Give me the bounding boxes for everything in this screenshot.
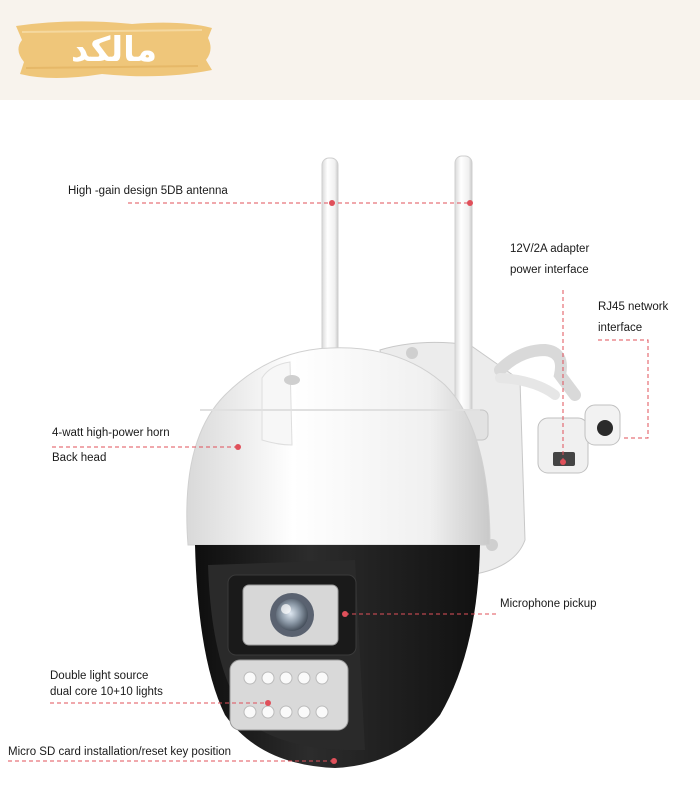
led-array bbox=[229, 659, 349, 731]
leader-lines bbox=[8, 202, 649, 762]
callout-lights-line1: Double light source bbox=[50, 670, 149, 682]
callout-adapter-line1: 12V/2A adapter bbox=[510, 243, 590, 255]
callout-horn-line2: Back head bbox=[52, 452, 107, 464]
callout-antenna: High -gain design 5DB antenna bbox=[68, 185, 228, 197]
callout-sdcard: Micro SD card installation/reset key pos… bbox=[8, 746, 232, 758]
callout-adapter-line2: power interface bbox=[510, 264, 589, 276]
callout-horn-line1: 4-watt high-power horn bbox=[52, 427, 170, 439]
callout-microphone: Microphone pickup bbox=[500, 598, 597, 610]
brand-name: مالكد bbox=[71, 30, 157, 70]
camera-dome bbox=[186, 347, 491, 546]
lens-module bbox=[227, 574, 357, 656]
callout-lights-line2: dual core 10+10 lights bbox=[50, 686, 163, 698]
callout-rj45-line2: interface bbox=[598, 322, 643, 334]
callout-rj45-line1: RJ45 network bbox=[598, 301, 669, 313]
leader-dots bbox=[235, 200, 566, 764]
antenna-left bbox=[321, 157, 339, 359]
brand-badge bbox=[16, 21, 212, 78]
